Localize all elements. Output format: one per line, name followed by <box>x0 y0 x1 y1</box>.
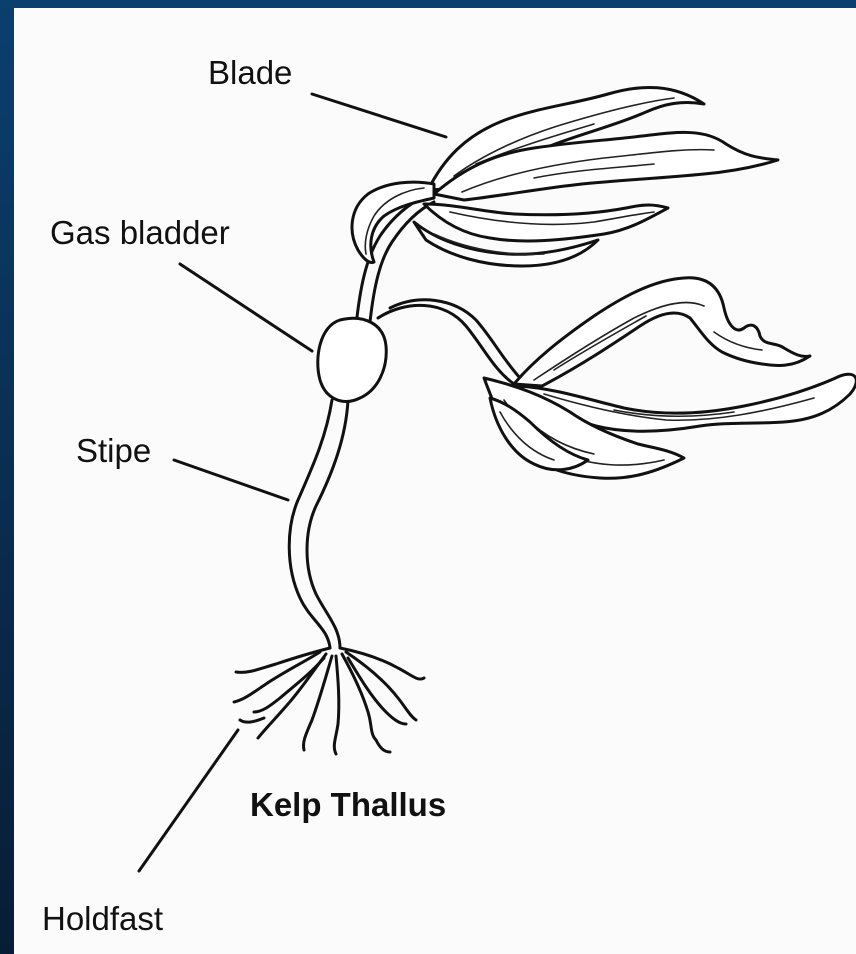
diagram-title: Kelp Thallus <box>250 788 446 821</box>
diagram-canvas: Blade Gas bladder Stipe Kelp Thallus Hol… <box>14 8 856 954</box>
gas-bladder-label: Gas bladder <box>50 216 230 249</box>
gas-bladder-leader-line <box>180 264 312 351</box>
holdfast-leader-line <box>139 730 238 871</box>
gas-bladder <box>318 318 386 401</box>
stipe <box>289 400 348 648</box>
holdfast <box>234 648 424 754</box>
stipe-leader-line <box>174 460 288 500</box>
right-blades <box>484 278 856 479</box>
blade-label: Blade <box>208 56 292 89</box>
stipe-label: Stipe <box>76 434 151 467</box>
holdfast-label: Holdfast <box>42 902 163 935</box>
upper-blades <box>352 87 778 266</box>
blade-leader-line <box>312 94 446 137</box>
